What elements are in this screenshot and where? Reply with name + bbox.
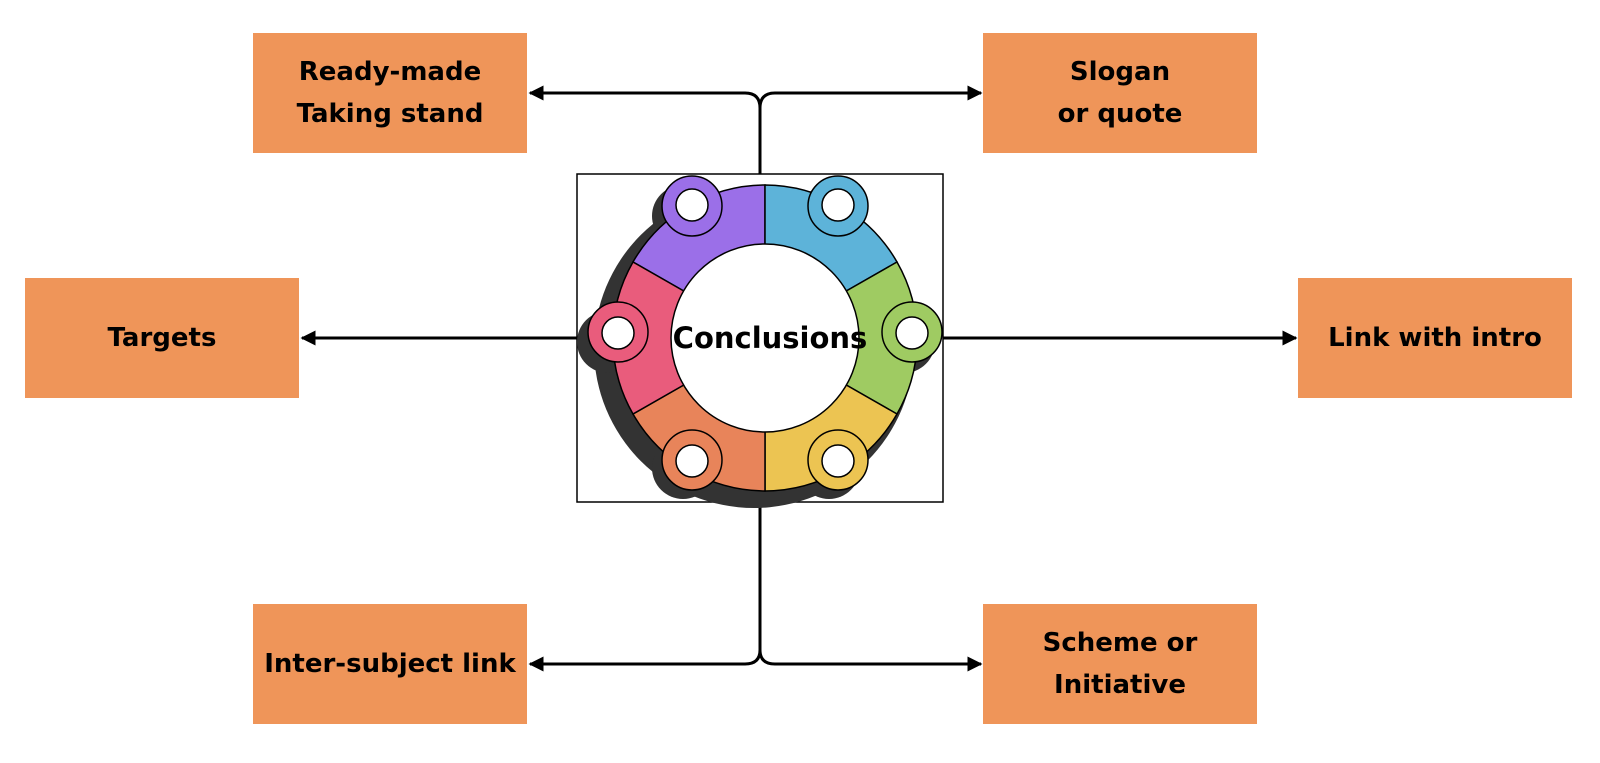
ring-knobs [601,188,929,478]
node-targets: Targets [25,278,299,398]
node-targets-label: Targets [107,323,217,353]
node-inter-subject-link: Inter-subject link [253,604,527,724]
knob-orange [675,444,709,478]
node-scheme-line2: Initiative [1054,670,1186,700]
knob-green [895,316,929,350]
node-inter-subject-link-label: Inter-subject link [264,649,516,679]
node-link-with-intro: Link with intro [1298,278,1572,398]
node-ready-made-line2: Taking stand [296,99,484,129]
center-circle [670,243,860,433]
node-ready-made: Ready-made Taking stand [253,33,527,153]
ring-segments [587,175,943,492]
node-slogan-line2: or quote [1057,99,1183,129]
knob-purple [675,188,709,222]
node-link-with-intro-label: Link with intro [1328,323,1542,353]
connectors [300,85,1298,672]
knob-blue [821,188,855,222]
knob-pink [601,316,635,350]
connector-top-right [758,85,983,174]
node-slogan-line1: Slogan [1069,57,1171,87]
connector-top-left [528,85,762,174]
knob-yellow [821,444,855,478]
connector-bottom-right [758,502,983,672]
node-ready-made-line1: Ready-made [298,57,482,87]
center-label: Conclusions [672,321,868,355]
node-scheme-line1: Scheme or [1042,628,1198,658]
node-scheme: Scheme or Initiative [983,604,1257,724]
connector-bottom-left [528,502,762,672]
segment-green [839,260,943,416]
node-slogan: Slogan or quote [983,33,1257,153]
